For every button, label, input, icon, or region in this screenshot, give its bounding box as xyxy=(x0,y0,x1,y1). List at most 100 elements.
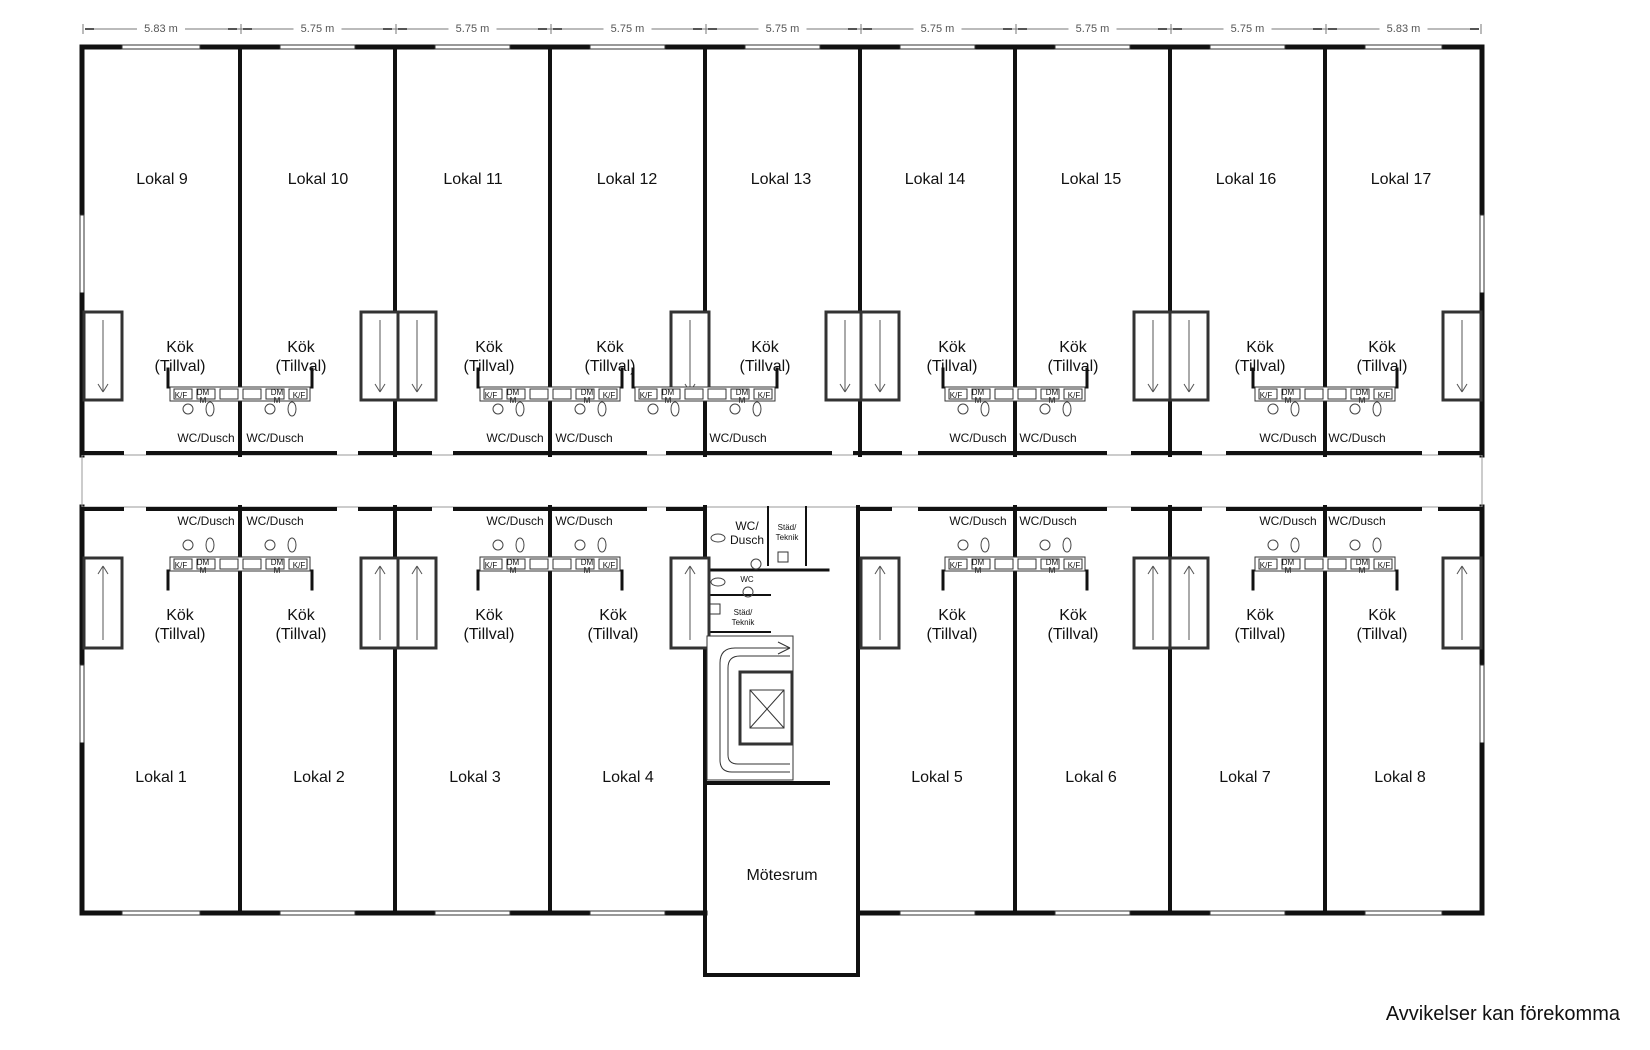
unit-label-bottom: Lokal 1 xyxy=(135,769,187,786)
toilet-icon xyxy=(205,537,215,553)
unit-label-top: Lokal 17 xyxy=(1371,171,1432,188)
arrow-head xyxy=(1188,565,1195,575)
window xyxy=(1054,44,1131,50)
toilet-icon xyxy=(1062,537,1072,553)
fixture-label-dm: DM xyxy=(1046,388,1059,397)
sink-icon xyxy=(264,403,276,415)
kitchen-label-option: (Tillval) xyxy=(927,626,978,643)
unit-label-bottom: Lokal 8 xyxy=(1374,769,1426,786)
fixture-appliance xyxy=(948,558,968,570)
fixture-appliance xyxy=(707,388,727,400)
kitchen-label-option: (Tillval) xyxy=(740,358,791,375)
unit-label-top: Lokal 13 xyxy=(751,171,812,188)
fixture-label-m: M xyxy=(1049,566,1056,575)
fixture-label-dm: DM xyxy=(507,558,520,567)
unit-label-top: Lokal 10 xyxy=(288,171,349,188)
fixture-appliance xyxy=(1258,558,1278,570)
fixture-appliance xyxy=(1258,388,1278,400)
unit-label-top: Lokal 11 xyxy=(443,171,502,188)
unit-label-top: Lokal 12 xyxy=(597,171,658,188)
fixture-label-kf: K/F xyxy=(485,561,498,570)
arrow-head xyxy=(874,565,881,575)
dimension-label: 5.75 m xyxy=(456,23,490,35)
fixture-appliance xyxy=(661,388,681,400)
dimension-label: 5.83 m xyxy=(1387,23,1421,35)
bathroom-label: WC/Dusch xyxy=(246,514,303,528)
core-stad-label: Städ/ xyxy=(778,523,797,532)
kitchen-label-option: (Tillval) xyxy=(927,358,978,375)
fixture-appliance xyxy=(971,558,991,570)
kitchen-label: Kök xyxy=(596,339,625,356)
window xyxy=(121,44,201,50)
arrow-head xyxy=(102,565,109,575)
toilet-icon xyxy=(710,533,726,543)
sink-icon xyxy=(182,403,194,415)
fixture-appliance xyxy=(506,558,526,570)
dimension-label-bg xyxy=(603,21,652,35)
kitchen-label: Kök xyxy=(1059,607,1088,624)
fixture-label-kf: K/F xyxy=(175,561,188,570)
dimension-label: 5.75 m xyxy=(766,23,800,35)
bathroom-label: WC/Dusch xyxy=(486,514,543,528)
sink-icon xyxy=(957,403,969,415)
fixture-label-m: M xyxy=(739,396,746,405)
kitchen-label-option: (Tillval) xyxy=(276,626,327,643)
fixture-label-kf: K/F xyxy=(1260,391,1273,400)
fixture-appliance xyxy=(1304,558,1324,570)
toilet-icon xyxy=(752,401,762,417)
toilet-icon xyxy=(670,401,680,417)
dimension-label-bg xyxy=(913,21,962,35)
fixture-label-m: M xyxy=(1285,566,1292,575)
fixture-appliance xyxy=(1017,388,1037,400)
sink-icon xyxy=(492,403,504,415)
kitchen-label-option: (Tillval) xyxy=(464,358,515,375)
fixture-appliance xyxy=(994,388,1014,400)
fixture-label-m: M xyxy=(665,396,672,405)
arrow-head xyxy=(416,565,423,575)
sink-icon xyxy=(742,586,754,598)
window xyxy=(279,44,356,50)
kitchen-label: Kök xyxy=(938,607,967,624)
arrow-head xyxy=(689,565,696,575)
window xyxy=(589,910,666,916)
fixture-label-m: M xyxy=(200,566,207,575)
toilet-icon xyxy=(205,401,215,417)
window xyxy=(1209,44,1286,50)
fixture-label-kf: K/F xyxy=(603,391,616,400)
fixture-appliance xyxy=(638,388,658,400)
elevator-cross xyxy=(749,689,785,729)
fixture-label-m: M xyxy=(975,396,982,405)
sink-icon xyxy=(1039,539,1051,551)
window xyxy=(899,910,976,916)
sink-icon xyxy=(1039,403,1051,415)
arrow-head xyxy=(411,383,418,393)
dimension-label: 5.75 m xyxy=(611,23,645,35)
kitchen-label-option: (Tillval) xyxy=(1235,626,1286,643)
sink-icon xyxy=(647,403,659,415)
window xyxy=(1479,664,1485,746)
fixture-label-dm: DM xyxy=(972,558,985,567)
fixture-appliance xyxy=(1350,388,1370,400)
bathroom-label: WC/Dusch xyxy=(949,431,1006,445)
fixture-label-m: M xyxy=(1285,396,1292,405)
core-wc-dusch-label: WC/ xyxy=(735,519,759,533)
fixture-label-dm: DM xyxy=(662,388,675,397)
fixture-label-kf: K/F xyxy=(1068,391,1081,400)
arrow-head xyxy=(879,383,886,393)
fixture-appliance xyxy=(1304,388,1324,400)
fixture-label-dm: DM xyxy=(271,388,284,397)
fixture-appliance xyxy=(575,558,595,570)
core-stad-label: Städ/ xyxy=(734,608,753,617)
fixture-appliance xyxy=(575,388,595,400)
dimension-label: 5.75 m xyxy=(1076,23,1110,35)
fixture-label-m: M xyxy=(200,396,207,405)
fixture-appliance xyxy=(265,558,285,570)
fixture-label-kf: K/F xyxy=(1378,561,1391,570)
fixture-label-kf: K/F xyxy=(293,561,306,570)
fixture-appliance xyxy=(1063,388,1083,400)
stair-arrow xyxy=(777,641,791,649)
fixture-appliance xyxy=(1373,388,1393,400)
toilet-icon xyxy=(1372,401,1382,417)
